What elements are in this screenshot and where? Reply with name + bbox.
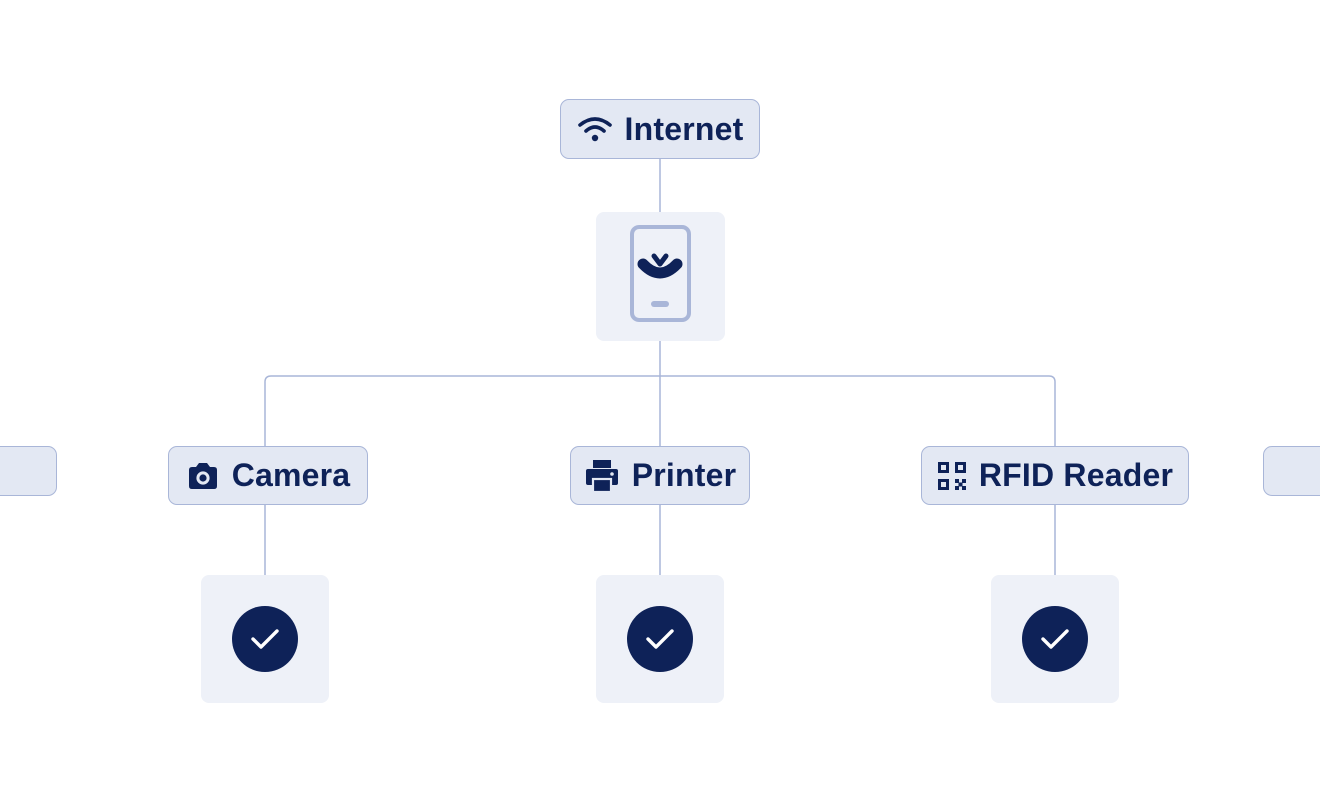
printer-icon [584, 458, 620, 494]
printer-status-tile [596, 575, 724, 703]
printer-check-badge [627, 606, 693, 672]
hub-device-tile [596, 212, 725, 341]
camera-icon [186, 461, 220, 491]
internet-label: Internet [624, 110, 744, 147]
camera-status-tile [201, 575, 329, 703]
right-edge-node [1263, 446, 1320, 496]
camera-node: Camera [168, 446, 368, 505]
camera-label: Camera [231, 457, 351, 493]
check-icon [251, 629, 279, 649]
smartphone-app-icon [629, 224, 693, 329]
left-edge-node [0, 446, 57, 496]
printer-label: Printer [631, 457, 737, 493]
check-icon [646, 629, 674, 649]
wifi-icon [577, 115, 613, 143]
printer-node: Printer [570, 446, 750, 505]
qr-code-icon [937, 461, 967, 491]
rfid-reader-check-badge [1022, 606, 1088, 672]
internet-node: Internet [560, 99, 760, 159]
camera-check-badge [232, 606, 298, 672]
rfid-reader-label: RFID Reader [978, 457, 1174, 493]
connector-branch-rfid [660, 375, 1056, 446]
rfid-reader-status-tile [991, 575, 1119, 703]
rfid-reader-node: RFID Reader [921, 446, 1189, 505]
connector-branch-camera [264, 375, 660, 446]
check-icon [1041, 629, 1069, 649]
